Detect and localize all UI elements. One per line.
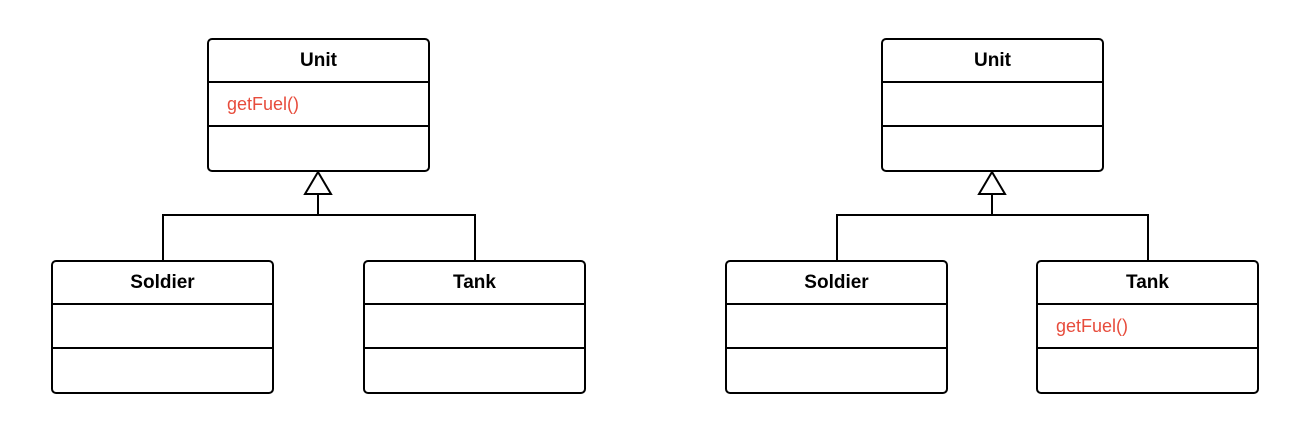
right-tank-class: Tank getFuel()	[1036, 260, 1259, 394]
left-unit-class: Unit getFuel()	[207, 38, 430, 172]
class-member	[883, 83, 1102, 127]
left-soldier-class: Soldier	[51, 260, 274, 394]
class-name: Soldier	[53, 262, 272, 305]
class-name: Tank	[1038, 262, 1257, 305]
right-generalization-line	[836, 214, 1149, 260]
right-soldier-class: Soldier	[725, 260, 948, 394]
class-member	[727, 305, 946, 349]
class-methods-section	[209, 127, 428, 170]
right-inheritance	[836, 170, 1149, 260]
right-generalization-arrow-icon	[977, 170, 1007, 195]
class-member: getFuel()	[1038, 305, 1257, 349]
left-generalization-line	[162, 214, 476, 260]
class-methods-section	[727, 349, 946, 392]
class-name: Unit	[883, 40, 1102, 83]
class-methods-section	[53, 349, 272, 392]
class-name: Tank	[365, 262, 584, 305]
right-unit-class: Unit	[881, 38, 1104, 172]
class-member: getFuel()	[209, 83, 428, 127]
left-inheritance	[162, 170, 476, 260]
class-name: Soldier	[727, 262, 946, 305]
class-name: Unit	[209, 40, 428, 83]
class-methods-section	[1038, 349, 1257, 392]
left-tank-class: Tank	[363, 260, 586, 394]
class-member	[53, 305, 272, 349]
left-generalization-arrow-icon	[303, 170, 333, 195]
class-member	[365, 305, 584, 349]
class-methods-section	[883, 127, 1102, 170]
class-methods-section	[365, 349, 584, 392]
